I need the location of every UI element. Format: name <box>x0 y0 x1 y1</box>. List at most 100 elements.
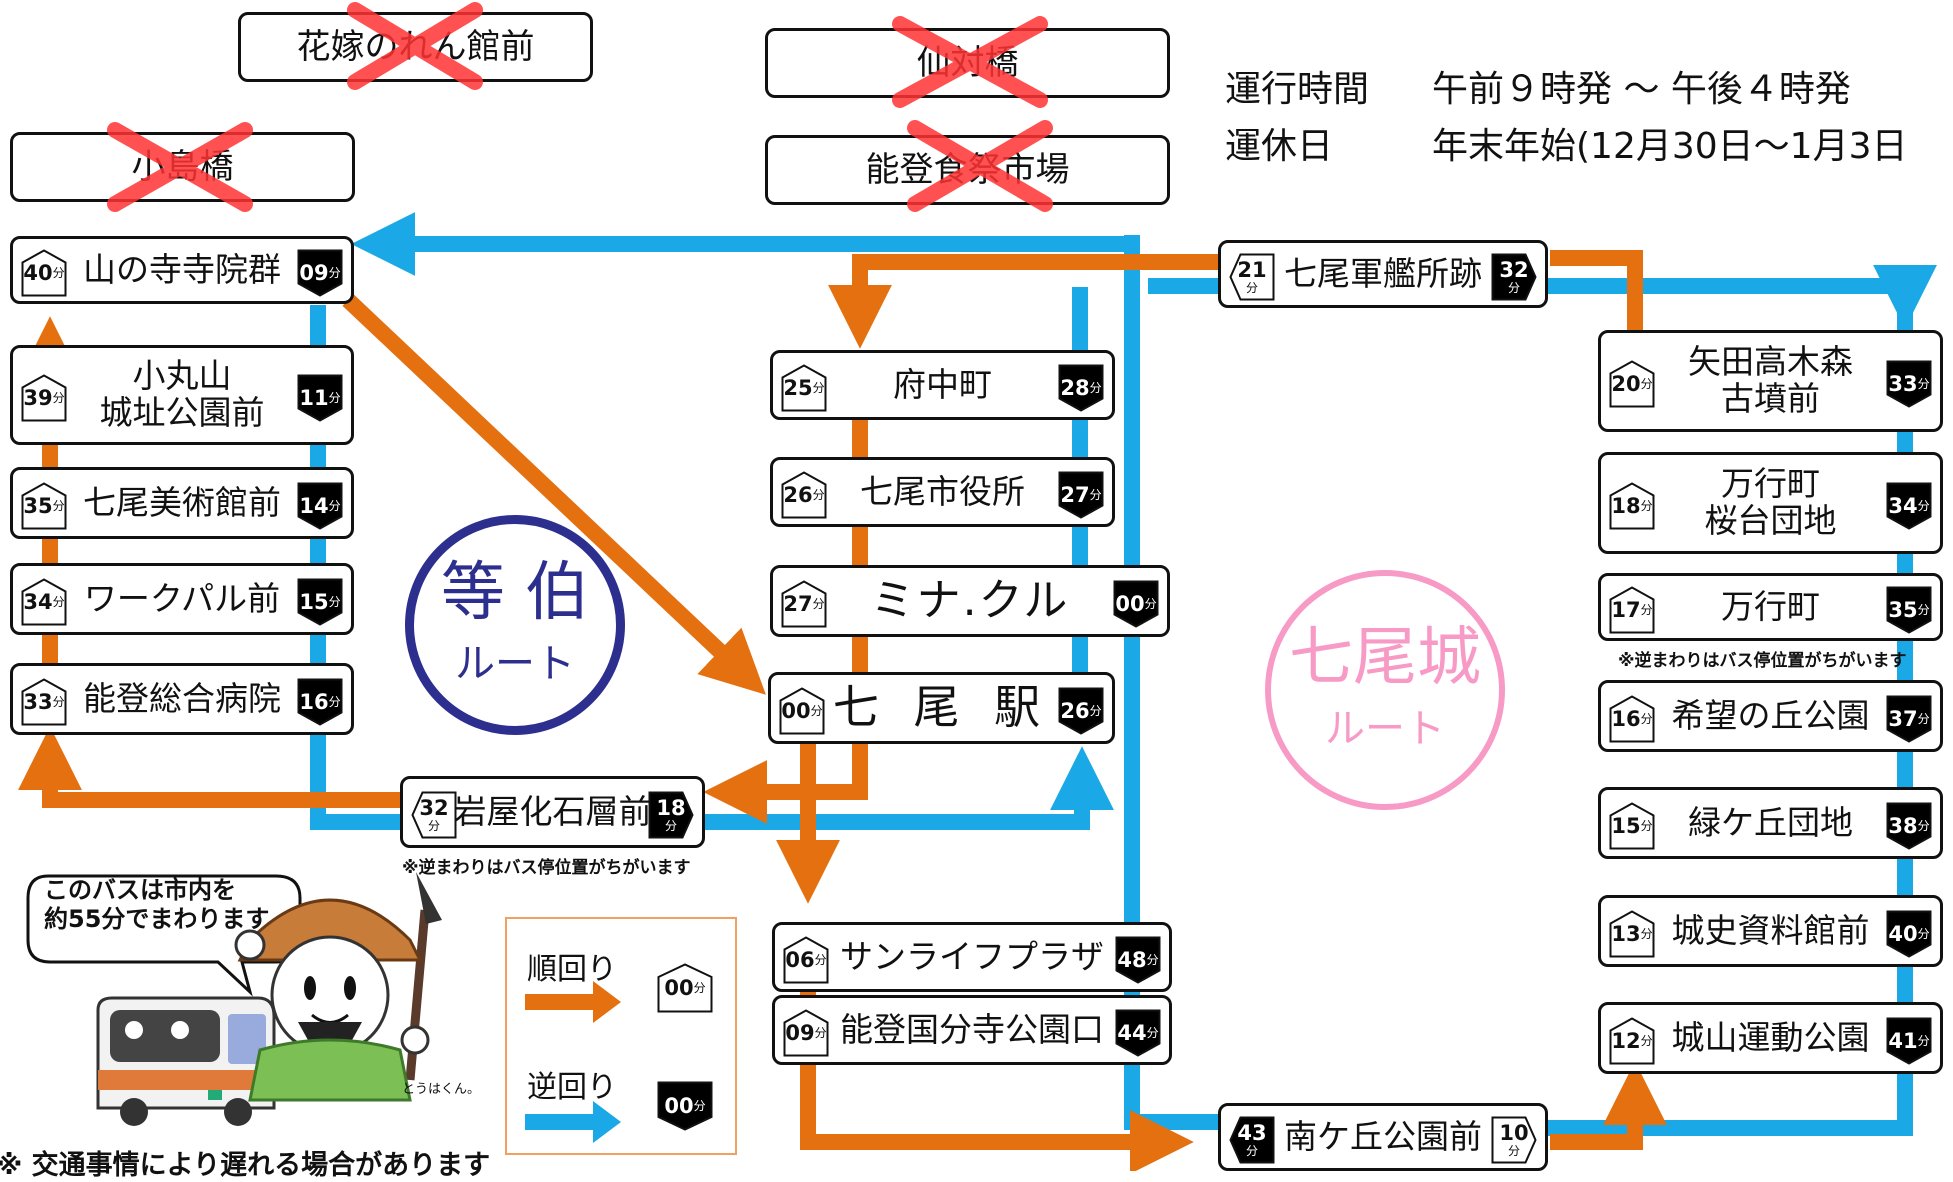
cross-mark-icon <box>107 122 253 212</box>
bus-stop-name: 城史資料館前 <box>1671 910 1870 950</box>
route-circle-tohaku: 等 伯 ルート <box>405 515 625 735</box>
bus-stop-name: 小丸山 城址公園前 <box>99 356 265 432</box>
speech-bubble-text: このバスは市内を 約55分でまわります。 <box>44 876 291 933</box>
reverse-stop-note-mangyo: ※逆まわりはバス停位置がちがいます <box>1618 651 1907 671</box>
forward-line-central <box>703 410 868 824</box>
closed-days-value: 年末年始(12月30日～1月3日 <box>1432 126 1908 167</box>
forward-line-east-up <box>1550 1061 1667 1150</box>
bus-stop-name: サンライフプラザ <box>840 936 1104 976</box>
forward-line-west <box>18 726 400 808</box>
mascot-name: とうはくん。 <box>402 1082 481 1097</box>
bus-stop-name: 府中町 <box>893 364 992 404</box>
bus-stop-name: 緑ケ丘団地 <box>1688 802 1853 842</box>
bus-stop-name: ミナ.クル <box>870 575 1070 627</box>
legend-reverse-label: 逆回り <box>527 1070 617 1105</box>
bus-stop-name: 七尾軍艦所跡 <box>1284 253 1482 293</box>
bus-stop-name: 七尾市役所 <box>860 471 1025 511</box>
forward-line-diagonal <box>342 294 766 695</box>
bus-stop-name: 矢田高木森 古墳前 <box>1688 342 1853 418</box>
route-sub-tohaku: ルート <box>455 641 575 687</box>
speech-bubble <box>26 874 302 997</box>
bus-illustration-icon <box>96 996 276 1126</box>
operating-hours-value: 午前９時発 ～ 午後４時発 <box>1432 69 1851 110</box>
cross-mark-icon <box>347 2 483 90</box>
legend-forward-arrow <box>525 981 621 1023</box>
route-name-nanaojo: 七尾城 <box>1289 621 1481 695</box>
route-sub-nanaojo: ルート <box>1325 706 1445 752</box>
bus-stop-name: 岩屋化石層前 <box>453 791 652 831</box>
bus-stop-name: 山の寺寺院群 <box>83 249 281 289</box>
bus-stop-name: 万行町 <box>1721 586 1820 626</box>
cross-mark-icon <box>892 16 1048 108</box>
bus-stop-name: 七 尾 駅 <box>832 680 1051 735</box>
bus-stop-name: ワークパル前 <box>83 578 281 618</box>
route-name-tohaku: 等 伯 <box>440 556 590 630</box>
legend-reverse-arrow <box>525 1101 621 1143</box>
closed-days-label: 運休日 <box>1225 126 1334 167</box>
operating-hours-label: 運行時間 <box>1225 69 1370 110</box>
reverse-stop-note-iwaya: ※逆まわりはバス停位置がちがいます <box>402 858 691 878</box>
delay-notice: ※ 交通事情により遅れる場合があります <box>0 1150 491 1181</box>
bus-stop-name: 能登総合病院 <box>83 678 281 718</box>
mascot-tohakun-icon <box>234 872 442 1102</box>
